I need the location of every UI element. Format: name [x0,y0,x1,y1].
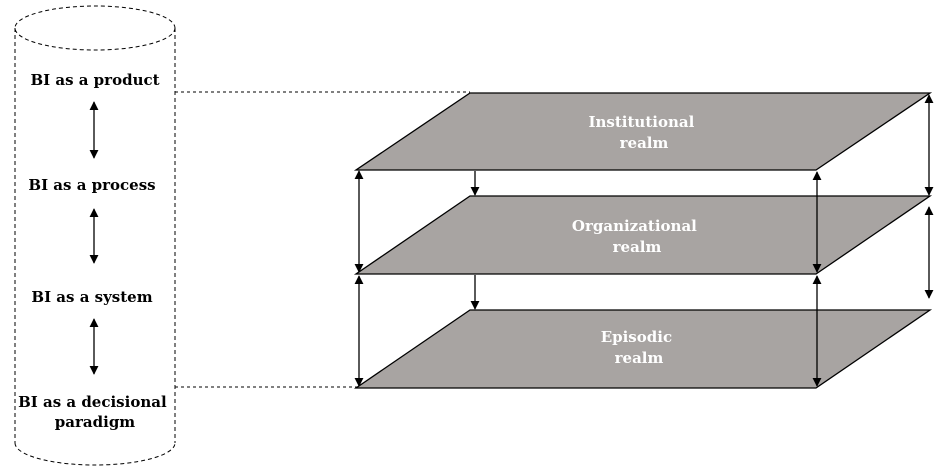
realm-episodic-label: Episodic realm [601,328,678,367]
label-bi-product: BI as a product [30,71,159,89]
label-bi-system-line: BI as a system [31,288,152,306]
label-bi-process: BI as a process [28,176,155,194]
realm-institutional-label: Institutional realm [588,113,699,152]
plane-organizational [353,195,933,275]
label-bi-process-line: BI as a process [28,176,155,194]
realm-organizational-line2: realm [613,238,662,256]
label-bi-decisional-line2: paradigm [55,413,136,431]
cylinder-top-ellipse [14,5,176,51]
plane-episodic [353,309,933,389]
realm-episodic-line1: Episodic [601,328,672,346]
plane-institutional [353,92,933,171]
label-bi-product-line: BI as a product [30,71,159,89]
label-bi-decisional-paradigm: BI as a decisional paradigm [18,393,172,431]
realm-organizational-label: Organizational realm [572,217,702,256]
realm-institutional-line2: realm [620,134,669,152]
cylinder [14,5,176,466]
label-bi-system: BI as a system [31,288,152,306]
realm-episodic-line2: realm [615,349,664,367]
realm-organizational-line1: Organizational [572,217,697,235]
cylinder-bottom-arc [14,442,176,466]
label-bi-decisional-line1: BI as a decisional [18,393,167,411]
realm-institutional-line1: Institutional [588,113,694,131]
